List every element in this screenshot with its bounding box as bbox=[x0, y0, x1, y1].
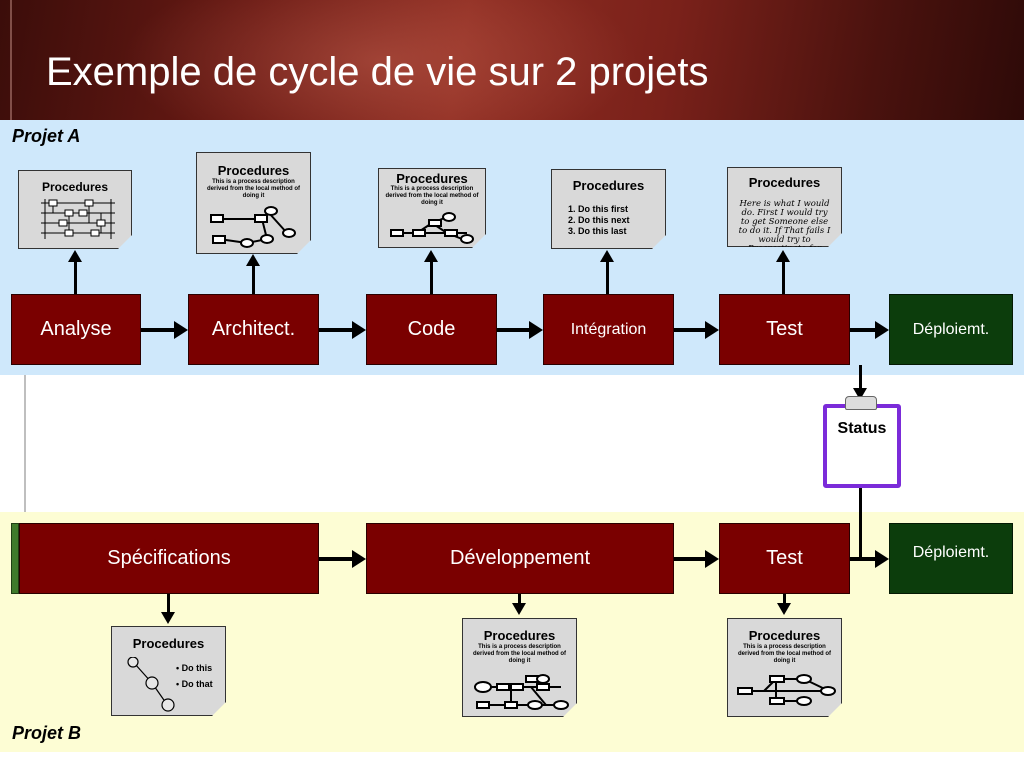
up-arrow-head bbox=[246, 254, 260, 266]
doc-description: This is a process description derived fr… bbox=[385, 186, 479, 206]
procedure-doc-analyse[interactable]: Procedures bbox=[18, 170, 132, 249]
process-graph-icon bbox=[734, 671, 838, 711]
status-connector-line bbox=[859, 365, 862, 391]
procedure-doc-test[interactable]: Procedures Here is what I would do. Firs… bbox=[727, 167, 842, 247]
procedure-doc-specifications[interactable]: Procedures Do this Do that bbox=[111, 626, 226, 716]
bullet-item: Do that bbox=[176, 676, 213, 692]
up-arrow-line bbox=[74, 262, 77, 294]
status-label: Status bbox=[837, 420, 887, 437]
doc-description: This is a process description derived fr… bbox=[472, 644, 566, 664]
status-clipboard[interactable]: Status bbox=[823, 404, 901, 488]
arrow-line bbox=[674, 557, 706, 561]
doc-title: Procedures bbox=[748, 628, 821, 643]
step-item: Do this next bbox=[578, 215, 630, 226]
down-arrow-head bbox=[777, 603, 791, 615]
phase-developpement[interactable]: Développement bbox=[366, 523, 674, 594]
phase-architect[interactable]: Architect. bbox=[188, 294, 319, 365]
arrow-head bbox=[875, 321, 889, 339]
down-arrow-head bbox=[512, 603, 526, 615]
down-arrow-line bbox=[518, 594, 521, 604]
procedure-doc-integration[interactable]: Procedures Do this first Do this next Do… bbox=[551, 169, 666, 249]
step-item: Do this last bbox=[578, 226, 630, 237]
doc-description: This is a process description derived fr… bbox=[737, 644, 831, 664]
down-arrow-head bbox=[161, 612, 175, 624]
doc-description: This is a process description derived fr… bbox=[206, 179, 300, 199]
status-connector-line bbox=[859, 488, 862, 558]
up-arrow-line bbox=[252, 266, 255, 294]
up-arrow-line bbox=[606, 262, 609, 294]
banner-line bbox=[10, 0, 12, 120]
process-graph-icon bbox=[471, 673, 571, 715]
doc-title: Procedures bbox=[483, 628, 556, 643]
arrow-head bbox=[352, 550, 366, 568]
up-arrow-head bbox=[600, 250, 614, 262]
flowchart-icon bbox=[39, 197, 117, 243]
procedure-bullets-list: Do this Do that bbox=[160, 660, 213, 692]
procedure-doc-code[interactable]: Procedures This is a process description… bbox=[378, 168, 486, 248]
up-arrow-head bbox=[424, 250, 438, 262]
arrow-line bbox=[850, 328, 876, 332]
title-banner: Exemple de cycle de vie sur 2 projets bbox=[0, 0, 1024, 120]
doc-title: Procedures bbox=[217, 163, 290, 178]
phase-analyse[interactable]: Analyse bbox=[11, 294, 141, 365]
down-arrow-line bbox=[167, 594, 170, 614]
arrow-head bbox=[705, 321, 719, 339]
doc-title: Procedures bbox=[748, 175, 821, 190]
project-b-label: Projet B bbox=[12, 723, 82, 743]
procedure-doc-architect[interactable]: Procedures This is a process description… bbox=[196, 152, 311, 254]
arrow-line bbox=[319, 557, 353, 561]
project-b-marker bbox=[11, 523, 19, 594]
step-item: Do this first bbox=[578, 204, 630, 215]
node-chain-icon bbox=[126, 657, 176, 713]
phase-test-a[interactable]: Test bbox=[719, 294, 850, 365]
phase-specifications[interactable]: Spécifications bbox=[19, 523, 319, 594]
arrow-line bbox=[497, 328, 530, 332]
banner-glow bbox=[120, 0, 640, 120]
process-graph-icon bbox=[387, 211, 479, 245]
phase-test-b[interactable]: Test bbox=[719, 523, 850, 594]
doc-title: Procedures bbox=[132, 636, 205, 651]
down-arrow-line bbox=[783, 594, 786, 604]
clipboard-clip-icon bbox=[845, 396, 877, 410]
arrow-head bbox=[352, 321, 366, 339]
procedure-doc-test-b[interactable]: Procedures This is a process description… bbox=[727, 618, 842, 717]
arrow-line bbox=[850, 557, 876, 561]
project-a-band bbox=[0, 120, 1024, 375]
arrow-head bbox=[174, 321, 188, 339]
arrow-head bbox=[875, 550, 889, 568]
phase-deploiement-b[interactable]: Déploiemt. bbox=[889, 523, 1013, 594]
doc-title: Procedures bbox=[572, 178, 645, 193]
arrow-head bbox=[529, 321, 543, 339]
process-graph-icon bbox=[207, 205, 302, 249]
phase-integration[interactable]: Intégration bbox=[543, 294, 674, 365]
slide-title: Exemple de cycle de vie sur 2 projets bbox=[46, 50, 709, 94]
arrow-head bbox=[705, 550, 719, 568]
arrow-line bbox=[141, 328, 175, 332]
arrow-line bbox=[674, 328, 706, 332]
project-a-label: Projet A bbox=[12, 126, 81, 146]
arrow-line bbox=[319, 328, 353, 332]
bullet-item: Do this bbox=[176, 660, 213, 676]
doc-title: Procedures bbox=[396, 171, 468, 186]
up-arrow-line bbox=[430, 262, 433, 294]
up-arrow-head bbox=[68, 250, 82, 262]
up-arrow-head bbox=[776, 250, 790, 262]
procedure-doc-developpement[interactable]: Procedures This is a process description… bbox=[462, 618, 577, 717]
divider-line bbox=[24, 375, 26, 512]
procedure-steps-list: Do this first Do this next Do this last bbox=[556, 204, 630, 237]
phase-deploiement-a[interactable]: Déploiemt. bbox=[889, 294, 1013, 365]
doc-title: Procedures bbox=[41, 180, 109, 194]
phase-code[interactable]: Code bbox=[366, 294, 497, 365]
up-arrow-line bbox=[782, 262, 785, 294]
